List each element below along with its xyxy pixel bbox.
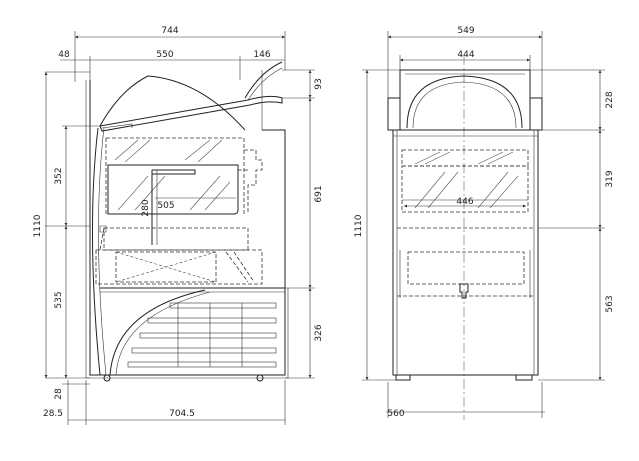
dim-side-display-height: 352 (54, 167, 64, 184)
dim-front-lower-height: 563 (605, 295, 615, 312)
front-view (362, 31, 605, 420)
dim-side-rear-depth: 28.5 (43, 409, 63, 419)
dim-front-inner-width: 444 (457, 50, 474, 60)
dim-front-overall-width: 549 (457, 26, 474, 36)
dim-side-lower-height: 326 (314, 324, 324, 341)
dim-side-rear-offset: 48 (58, 50, 70, 60)
side-view (44, 31, 315, 425)
dim-front-display-height: 319 (605, 170, 615, 187)
dim-front-base-width: 560 (387, 409, 404, 419)
dim-side-base-height: 535 (54, 291, 64, 308)
dim-side-inner-depth: 505 (157, 201, 174, 211)
dim-side-top-depth: 550 (156, 50, 173, 60)
dim-side-base-depth: 704.5 (169, 409, 195, 419)
dim-front-shelf-width: 446 (456, 197, 473, 207)
dim-side-cabinet-height: 691 (314, 185, 324, 202)
dim-front-canopy-height: 228 (605, 91, 615, 108)
dim-side-total-height: 1110 (33, 214, 43, 237)
dim-side-overall-width: 744 (161, 26, 178, 36)
dim-front-total-height: 1110 (354, 214, 364, 237)
dim-side-canopy-height: 93 (314, 78, 324, 89)
dim-side-foot-height: 28 (54, 388, 64, 400)
dim-side-inner-height: 280 (141, 199, 151, 216)
dim-side-front-projection: 146 (253, 50, 270, 60)
